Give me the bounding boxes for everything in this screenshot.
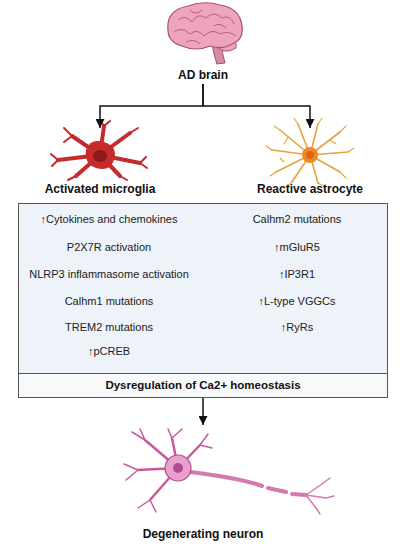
mechanism-item: ↑RyRs <box>281 321 313 334</box>
microglia-branches <box>51 120 147 180</box>
mechanism-item: P2X7R activation <box>67 241 151 254</box>
neuron-dendrite-branches <box>124 429 212 512</box>
astrocyte-body <box>302 147 318 163</box>
mechanism-box: ↑Cytokines and chemokinesP2X7R activatio… <box>18 203 388 398</box>
mechanism-item: ↑Cytokines and chemokines <box>41 213 178 226</box>
brain-illustration <box>168 3 242 64</box>
neuron-nucleus <box>173 463 183 473</box>
node-label: Reactive astrocyte <box>257 182 363 196</box>
microglia-body <box>86 141 115 169</box>
neuron-terminals <box>306 478 334 514</box>
node-label: Degenerating neuron <box>143 527 264 541</box>
mechanism-item: ↑L-type VGGCs <box>258 295 335 308</box>
neuron-axon <box>190 472 306 495</box>
astrocyte-processes <box>272 124 348 183</box>
mechanism-item: Calhm2 mutations <box>253 213 342 226</box>
neuron-node: Degenerating neuron <box>103 425 303 543</box>
mechanism-item: Calhm1 mutations <box>65 295 154 308</box>
brain-node: AD brain <box>155 2 251 84</box>
brain-gyri <box>174 10 236 44</box>
neuron-dendrites <box>138 438 200 500</box>
microglia-nucleus <box>93 150 107 162</box>
astrocyte-illustration <box>266 118 354 186</box>
mechanism-item: ↑pCREB <box>88 345 130 358</box>
mechanism-item: ↑IP3R1 <box>279 268 315 281</box>
neuron-soma <box>165 455 191 481</box>
astrocyte-nucleus <box>306 151 314 159</box>
microglia-illustration <box>51 120 147 180</box>
brain-cerebrum <box>168 3 242 49</box>
node-label: AD brain <box>178 68 228 82</box>
mechanism-item: ↑mGluR5 <box>274 241 320 254</box>
microglia-node: Activated microglia <box>35 128 165 198</box>
node-label: Activated microglia <box>45 182 156 196</box>
astrocyte-node: Reactive astrocyte <box>245 128 375 198</box>
flow-arrow <box>100 84 203 128</box>
mechanism-item: NLRP3 inflammasome activation <box>29 268 189 281</box>
astrocyte-branches <box>266 118 354 186</box>
neuron-illustration <box>124 429 334 514</box>
homeostasis-band: Dysregulation of Ca2+ homeostasis <box>19 373 387 397</box>
flow-arrow <box>202 398 204 425</box>
mechanism-item: TREM2 mutations <box>65 321 153 334</box>
flow-arrow <box>203 84 310 128</box>
band-label: Dysregulation of Ca2+ homeostasis <box>105 379 300 393</box>
